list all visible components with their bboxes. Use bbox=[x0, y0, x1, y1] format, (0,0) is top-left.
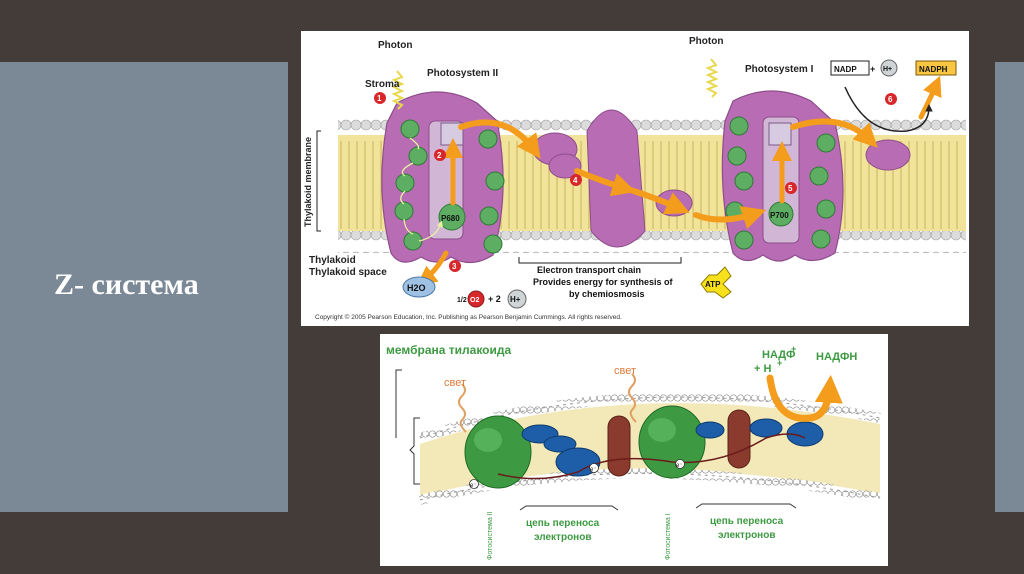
thylakoid-space-label-1: Thylakoid bbox=[309, 255, 356, 266]
slide-title: Z- система bbox=[54, 268, 199, 301]
electron-flow-arrows bbox=[416, 75, 942, 286]
chain-bracket-left bbox=[519, 505, 619, 511]
chain-right-line1: цепь переноса bbox=[710, 516, 784, 527]
nadf-plus-superscript: + bbox=[791, 344, 796, 354]
oxygen-label: O2 bbox=[470, 297, 479, 304]
water-molecule bbox=[402, 276, 436, 298]
membrane-bracket-outer bbox=[395, 369, 402, 438]
electron-path bbox=[497, 433, 806, 480]
light-squiggle-right bbox=[628, 373, 637, 423]
photosynthesis-diagram-ru-svg: e⁻ e⁻ e⁻ мембрана тилакоида свет свет НА… bbox=[386, 343, 881, 560]
step-4-label: 4 bbox=[573, 176, 578, 185]
plus-label: + bbox=[870, 64, 875, 74]
photosynthesis-diagram-ru: e⁻ e⁻ e⁻ мембрана тилакоида свет свет НА… bbox=[380, 334, 888, 566]
photosystem-2-complex bbox=[381, 91, 505, 264]
electron-label-3: e⁻ bbox=[676, 463, 683, 469]
step-1-label: 1 bbox=[377, 94, 382, 103]
electron-label-1: e⁻ bbox=[470, 483, 477, 489]
step-1-marker bbox=[374, 92, 386, 104]
photosynthesis-diagram-en-svg: Photon Photon Stroma Photosystem II Phot… bbox=[303, 36, 966, 321]
p680-label: P680 bbox=[441, 214, 460, 223]
electron-label-2: e⁻ bbox=[590, 467, 597, 473]
nadfh-label: НАДФН bbox=[816, 351, 857, 363]
photon-squiggle-left bbox=[391, 70, 405, 110]
etc-label-line3: by chemiosmosis bbox=[569, 289, 645, 299]
plus-two-label: + 2 bbox=[488, 294, 501, 304]
water-label: H2O bbox=[407, 283, 426, 293]
nadp-proton-label: H+ bbox=[883, 66, 892, 73]
p700-label: P700 bbox=[770, 211, 789, 220]
membrane-bracket bbox=[316, 130, 321, 232]
photosynthesis-diagram-en: Photon Photon Stroma Photosystem II Phot… bbox=[301, 31, 969, 326]
plus-h-label: + Н bbox=[754, 363, 771, 375]
step-6-marker bbox=[885, 93, 897, 105]
oxygen-fraction-label: 1/2 bbox=[457, 297, 467, 304]
chain-right-line2: электронов bbox=[718, 530, 775, 541]
etc-bracket bbox=[518, 257, 682, 264]
nadf-label: НАДФ bbox=[762, 349, 795, 361]
photosystem-1-label: Photosystem I bbox=[745, 64, 814, 75]
photon-label-right: Photon bbox=[689, 36, 723, 47]
chain-left-line2: электронов bbox=[534, 532, 591, 543]
ps1-vertical-label: Фотосистема I bbox=[665, 513, 672, 560]
atp-label: ATP bbox=[705, 280, 721, 289]
membrane-title: мембрана тилакоида bbox=[386, 343, 512, 357]
step-2-marker bbox=[434, 149, 446, 161]
nadp-box bbox=[830, 60, 870, 76]
ps2-vertical-label: Фотосистема II bbox=[487, 511, 494, 560]
photosystem-2-label: Photosystem II bbox=[427, 68, 498, 79]
step-6-label: 6 bbox=[888, 95, 893, 104]
nadp-label: NADP bbox=[834, 65, 857, 74]
step-5-label: 5 bbox=[788, 184, 793, 193]
chain-left-line1: цепь переноса bbox=[526, 518, 600, 529]
electron-markers bbox=[469, 459, 685, 489]
proton-label: H+ bbox=[510, 295, 521, 304]
chain-bracket-right bbox=[695, 503, 797, 509]
nadph-label: NADPH bbox=[919, 65, 948, 74]
step-3-label: 3 bbox=[452, 262, 457, 271]
photon-squiggle-right bbox=[705, 58, 719, 98]
copyright-notice: Copyright © 2005 Pearson Education, Inc.… bbox=[315, 313, 622, 321]
step-5-marker bbox=[785, 182, 797, 194]
light-label-right: свет bbox=[614, 365, 636, 377]
right-side-panel bbox=[995, 62, 1024, 512]
ru-protein-complexes bbox=[464, 405, 824, 489]
atp-starburst bbox=[700, 266, 732, 299]
nadph-box bbox=[915, 60, 957, 76]
step-2-label: 2 bbox=[437, 151, 442, 160]
h-plus-superscript: + bbox=[777, 358, 782, 368]
nadph-arrow bbox=[766, 374, 843, 422]
step-3-marker bbox=[449, 260, 461, 272]
photon-label-left: Photon bbox=[378, 40, 412, 51]
oxygen-molecule bbox=[467, 290, 485, 308]
thylakoid-membrane-label: Thylakoid membrane bbox=[303, 137, 313, 227]
proton-circle bbox=[507, 289, 527, 309]
etc-label-line2: Provides energy for synthesis of bbox=[533, 277, 674, 287]
nadp-proton-circle bbox=[880, 59, 898, 77]
light-label-left: свет bbox=[444, 377, 466, 389]
etc-label-line1: Electron transport chain bbox=[537, 265, 641, 275]
nadp-reduction-arrow bbox=[844, 86, 933, 133]
left-side-panel bbox=[0, 62, 288, 512]
stroma-label: Stroma bbox=[365, 79, 400, 90]
light-squiggle-left bbox=[458, 383, 467, 433]
membrane-bracket-inner bbox=[409, 417, 420, 485]
step-4-marker bbox=[570, 174, 582, 186]
thylakoid-space-label: Thylakoid space bbox=[309, 267, 387, 278]
